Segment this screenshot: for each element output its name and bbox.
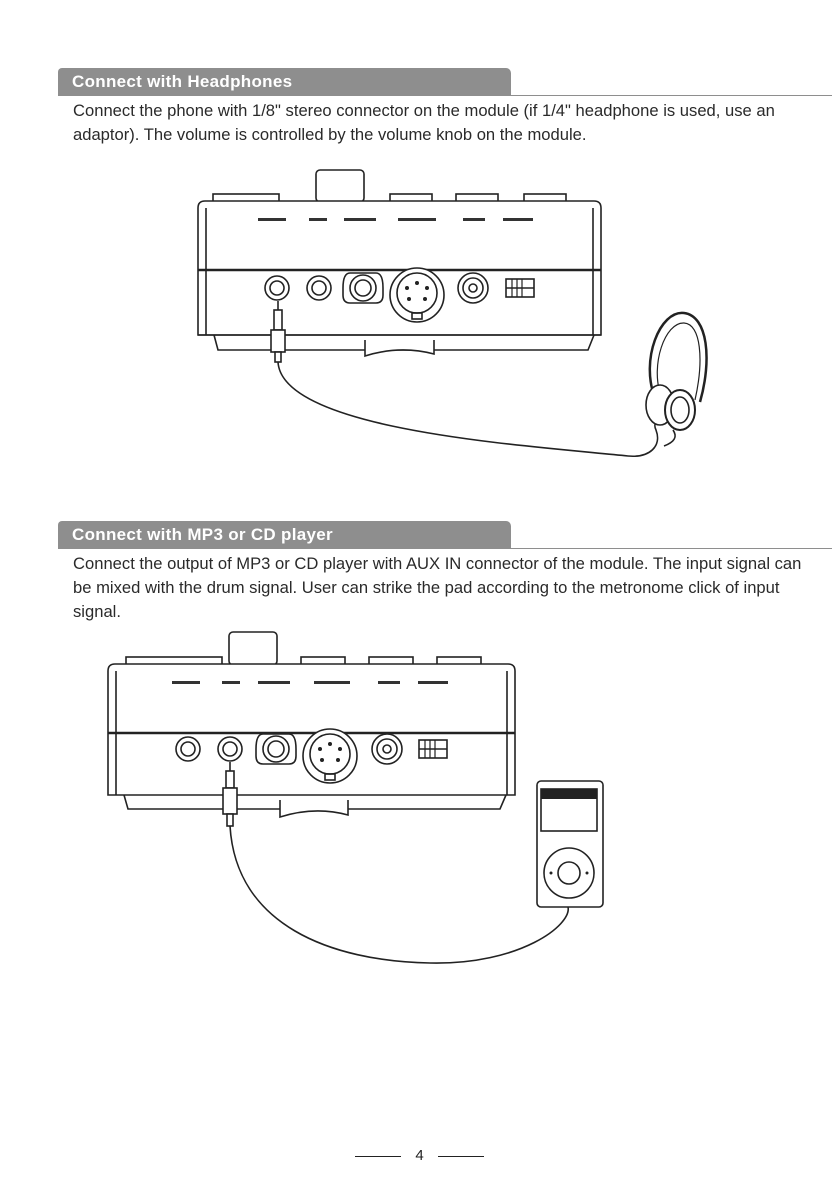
power-switch bbox=[418, 739, 448, 759]
drum-module-body bbox=[197, 200, 602, 358]
usb-jack bbox=[457, 272, 489, 304]
headphones-icon bbox=[645, 311, 708, 447]
phones-jack bbox=[175, 736, 201, 762]
output-jack bbox=[255, 733, 297, 765]
section-body-headphones: Connect the phone with 1/8" stereo conne… bbox=[73, 101, 775, 144]
heading-title: Connect with MP3 or CD player bbox=[72, 525, 333, 544]
drum-module-body bbox=[107, 663, 516, 819]
module-top-controls bbox=[212, 169, 567, 203]
heading-title: Connect with Headphones bbox=[72, 72, 293, 91]
headphones-connection-diagram bbox=[197, 169, 708, 457]
usb-jack bbox=[371, 733, 403, 765]
mp3-player-icon bbox=[536, 780, 604, 908]
heading-rule bbox=[511, 548, 832, 549]
headphone-plug bbox=[270, 301, 286, 363]
section-body-mp3: Connect the output of MP3 or CD player w… bbox=[73, 554, 802, 621]
headphone-cable bbox=[277, 361, 665, 457]
heading-bar: Connect with Headphones bbox=[58, 68, 511, 96]
aux-in-jack bbox=[217, 736, 243, 762]
page-footer: 4 bbox=[0, 1147, 839, 1164]
footer-dash-left bbox=[355, 1155, 402, 1157]
output-jack bbox=[342, 272, 384, 304]
page-number: 4 bbox=[415, 1147, 424, 1164]
aux-cable bbox=[229, 825, 569, 964]
midi-port bbox=[302, 728, 358, 784]
module-top-controls bbox=[125, 631, 482, 666]
midi-port bbox=[389, 267, 445, 323]
section-heading-headphones: Connect with Headphones bbox=[58, 68, 832, 96]
mp3-connection-diagram bbox=[107, 631, 604, 964]
section-heading-mp3: Connect with MP3 or CD player bbox=[58, 521, 832, 549]
aux-in-jack bbox=[306, 275, 332, 301]
aux-plug bbox=[222, 762, 238, 827]
heading-bar: Connect with MP3 or CD player bbox=[58, 521, 511, 549]
power-switch bbox=[505, 278, 535, 298]
heading-rule bbox=[511, 95, 832, 96]
phones-jack bbox=[264, 275, 290, 301]
footer-dash-right bbox=[437, 1155, 484, 1157]
